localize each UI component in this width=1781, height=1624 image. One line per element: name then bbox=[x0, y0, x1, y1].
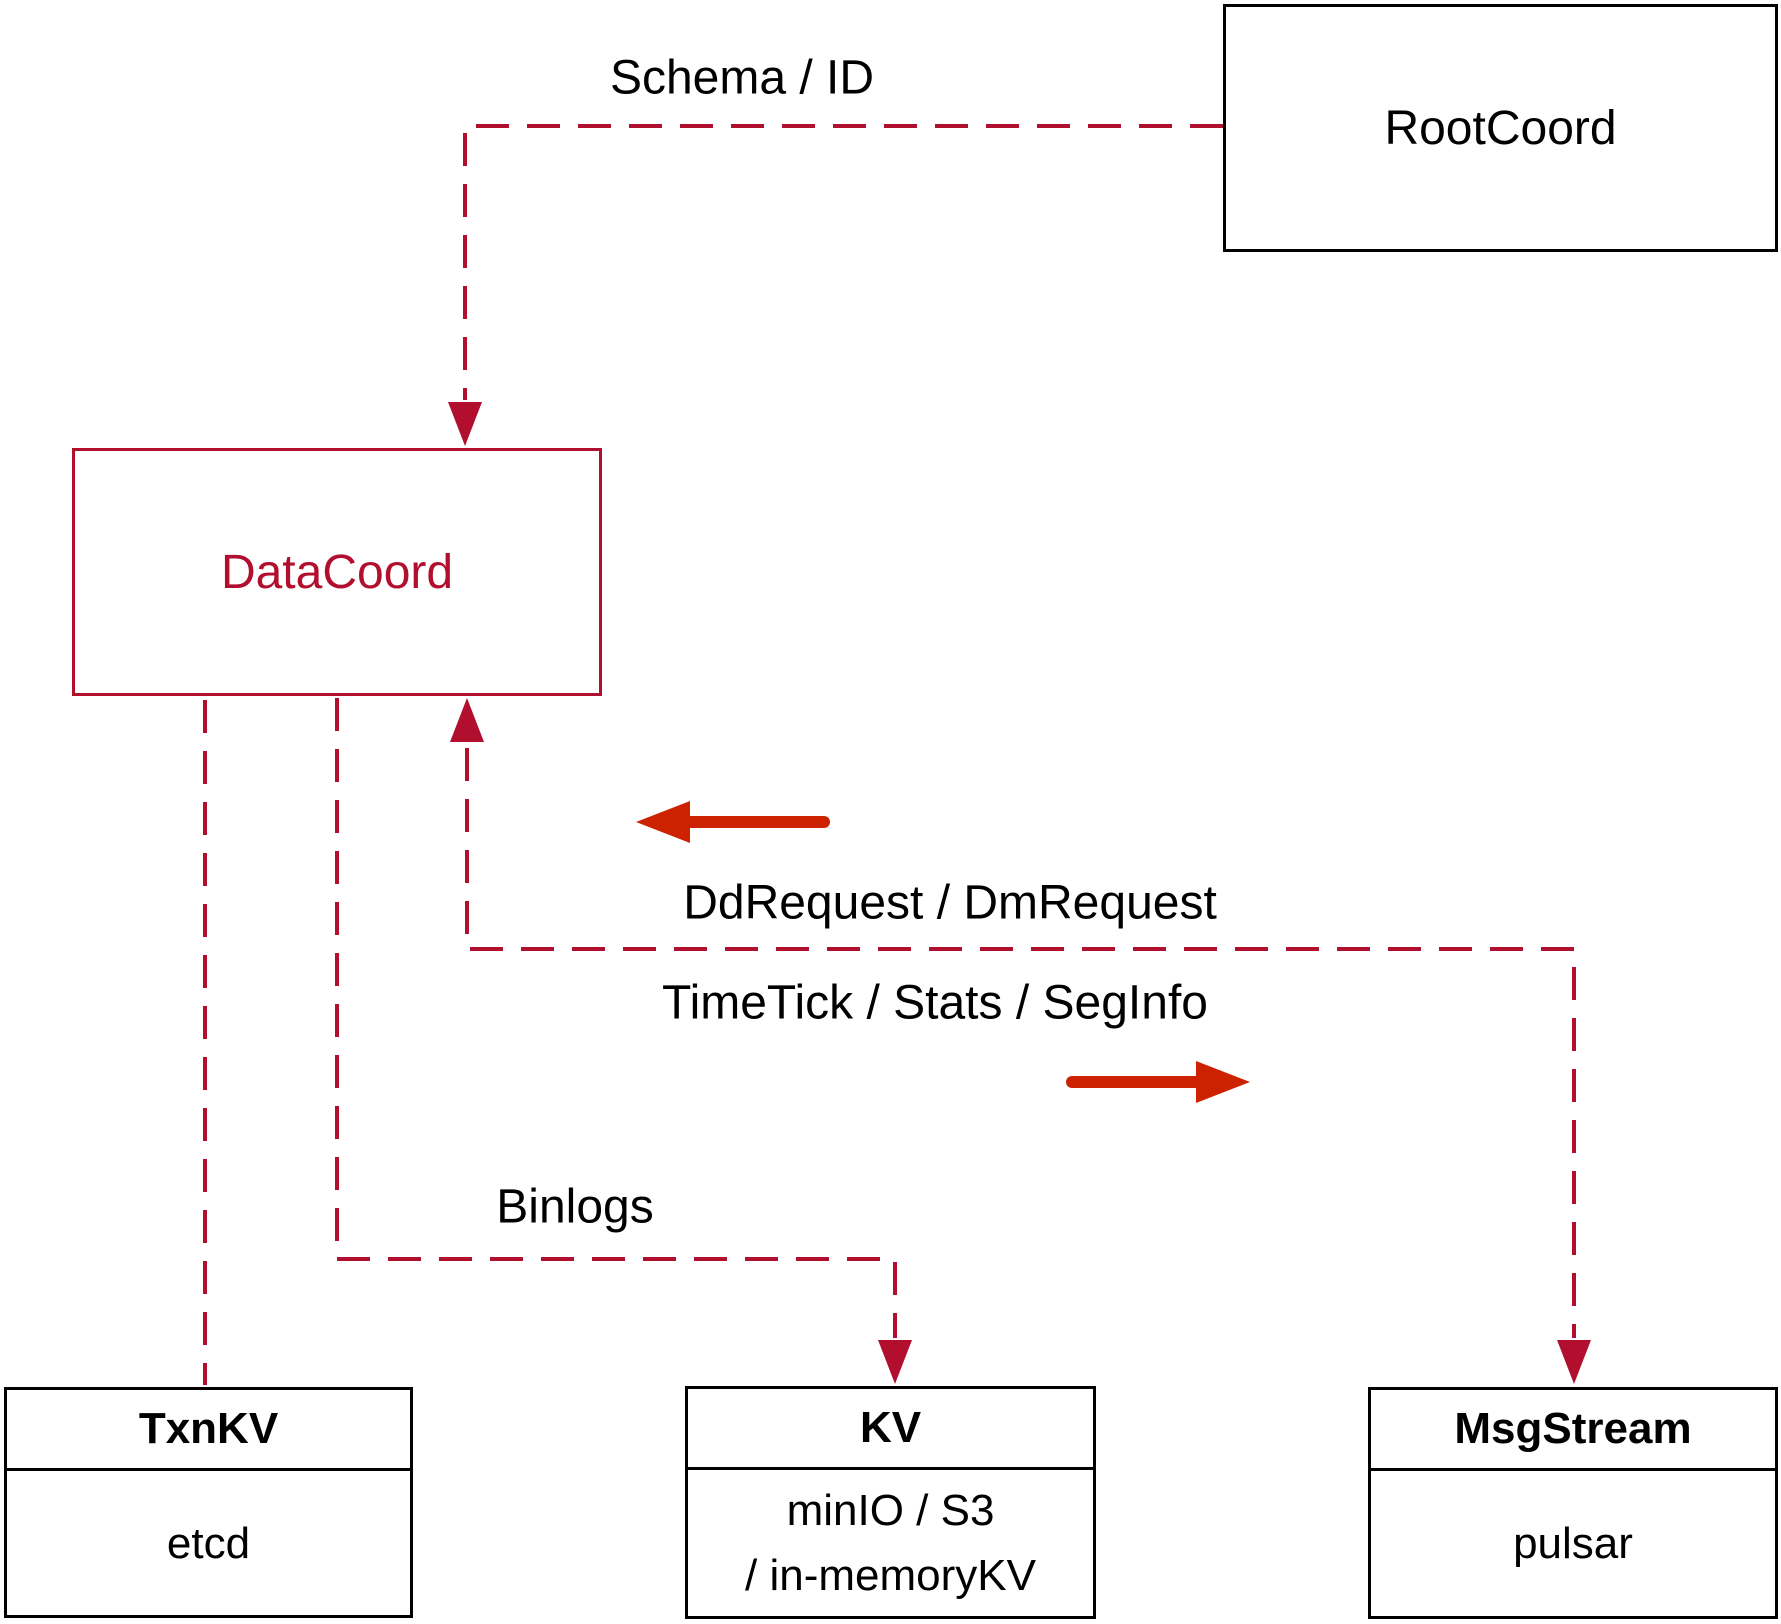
kv-content: minIO / S3 / in-memoryKV bbox=[688, 1470, 1093, 1616]
datacoord-label: DataCoord bbox=[220, 545, 454, 599]
node-datacoord: DataCoord bbox=[72, 448, 602, 696]
msgstream-connector bbox=[465, 748, 1576, 1338]
msgstream-content: pulsar bbox=[1513, 1519, 1633, 1568]
rootcoord-label: RootCoord bbox=[1384, 101, 1617, 155]
edge-label-schema-id: Schema / ID bbox=[609, 51, 875, 105]
kv-content-line2: / in-memoryKV bbox=[745, 1551, 1036, 1600]
ddrequest-arrowhead-icon bbox=[450, 698, 484, 742]
msgstream-title: MsgStream bbox=[1371, 1390, 1775, 1471]
edge-label-ddrequest-dmrequest: DdRequest / DmRequest bbox=[683, 876, 1217, 930]
node-txnkv: TxnKV etcd bbox=[4, 1387, 413, 1618]
edge-label-timetick-stats-seginfo: TimeTick / Stats / SegInfo bbox=[662, 976, 1208, 1030]
node-msgstream: MsgStream pulsar bbox=[1368, 1387, 1778, 1619]
right-direction-arrow-icon bbox=[1066, 1061, 1250, 1103]
kv-title: KV bbox=[688, 1389, 1093, 1470]
schema-id-connector bbox=[463, 124, 1223, 400]
node-kv: KV minIO / S3 / in-memoryKV bbox=[685, 1386, 1096, 1619]
msgstream-arrowhead-icon bbox=[1557, 1340, 1591, 1384]
edge-label-binlogs: Binlogs bbox=[496, 1180, 654, 1234]
left-direction-arrow-icon bbox=[636, 801, 830, 843]
kv-content-line1: minIO / S3 bbox=[786, 1486, 995, 1535]
txnkv-content: etcd bbox=[166, 1518, 251, 1568]
schema-id-arrowhead-icon bbox=[448, 402, 482, 446]
binlogs-arrowhead-icon bbox=[878, 1340, 912, 1384]
node-rootcoord: RootCoord bbox=[1223, 4, 1778, 252]
txnkv-title: TxnKV bbox=[7, 1390, 410, 1471]
binlogs-connector bbox=[335, 698, 897, 1338]
